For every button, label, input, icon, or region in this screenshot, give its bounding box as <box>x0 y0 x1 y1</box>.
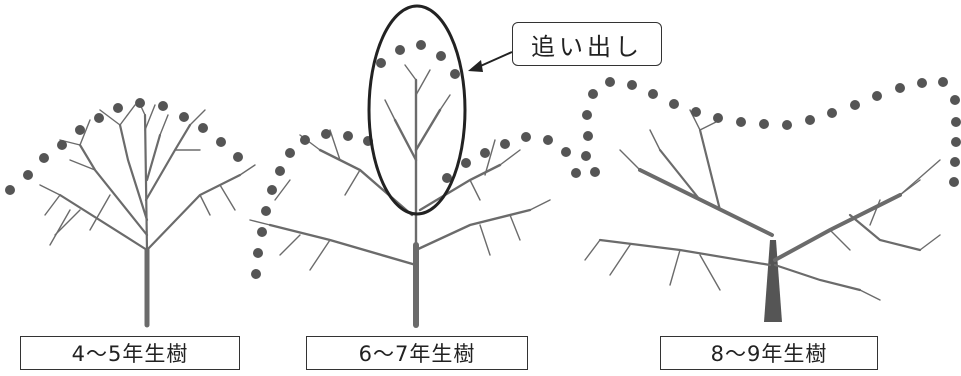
caption-tree-8-9: 8〜9年生樹 <box>660 336 878 370</box>
canopy-dots-tree1 <box>5 98 243 195</box>
highlight-ellipse <box>367 4 467 216</box>
callout-label-oidashi: 追い出し <box>512 22 662 66</box>
canopy-dots-tree3 <box>571 77 961 187</box>
caption-tree-6-7: 6〜7年生樹 <box>306 336 528 370</box>
caption-tree-4-5: 4〜5年生樹 <box>20 336 240 370</box>
tree-8-9-years <box>584 109 941 322</box>
callout-arrow <box>468 51 513 72</box>
tree3-trunk <box>764 240 782 322</box>
canopy-dots-tree2 <box>251 40 571 279</box>
tree-4-5-years <box>39 99 256 328</box>
tree-6-7-years <box>249 64 551 328</box>
